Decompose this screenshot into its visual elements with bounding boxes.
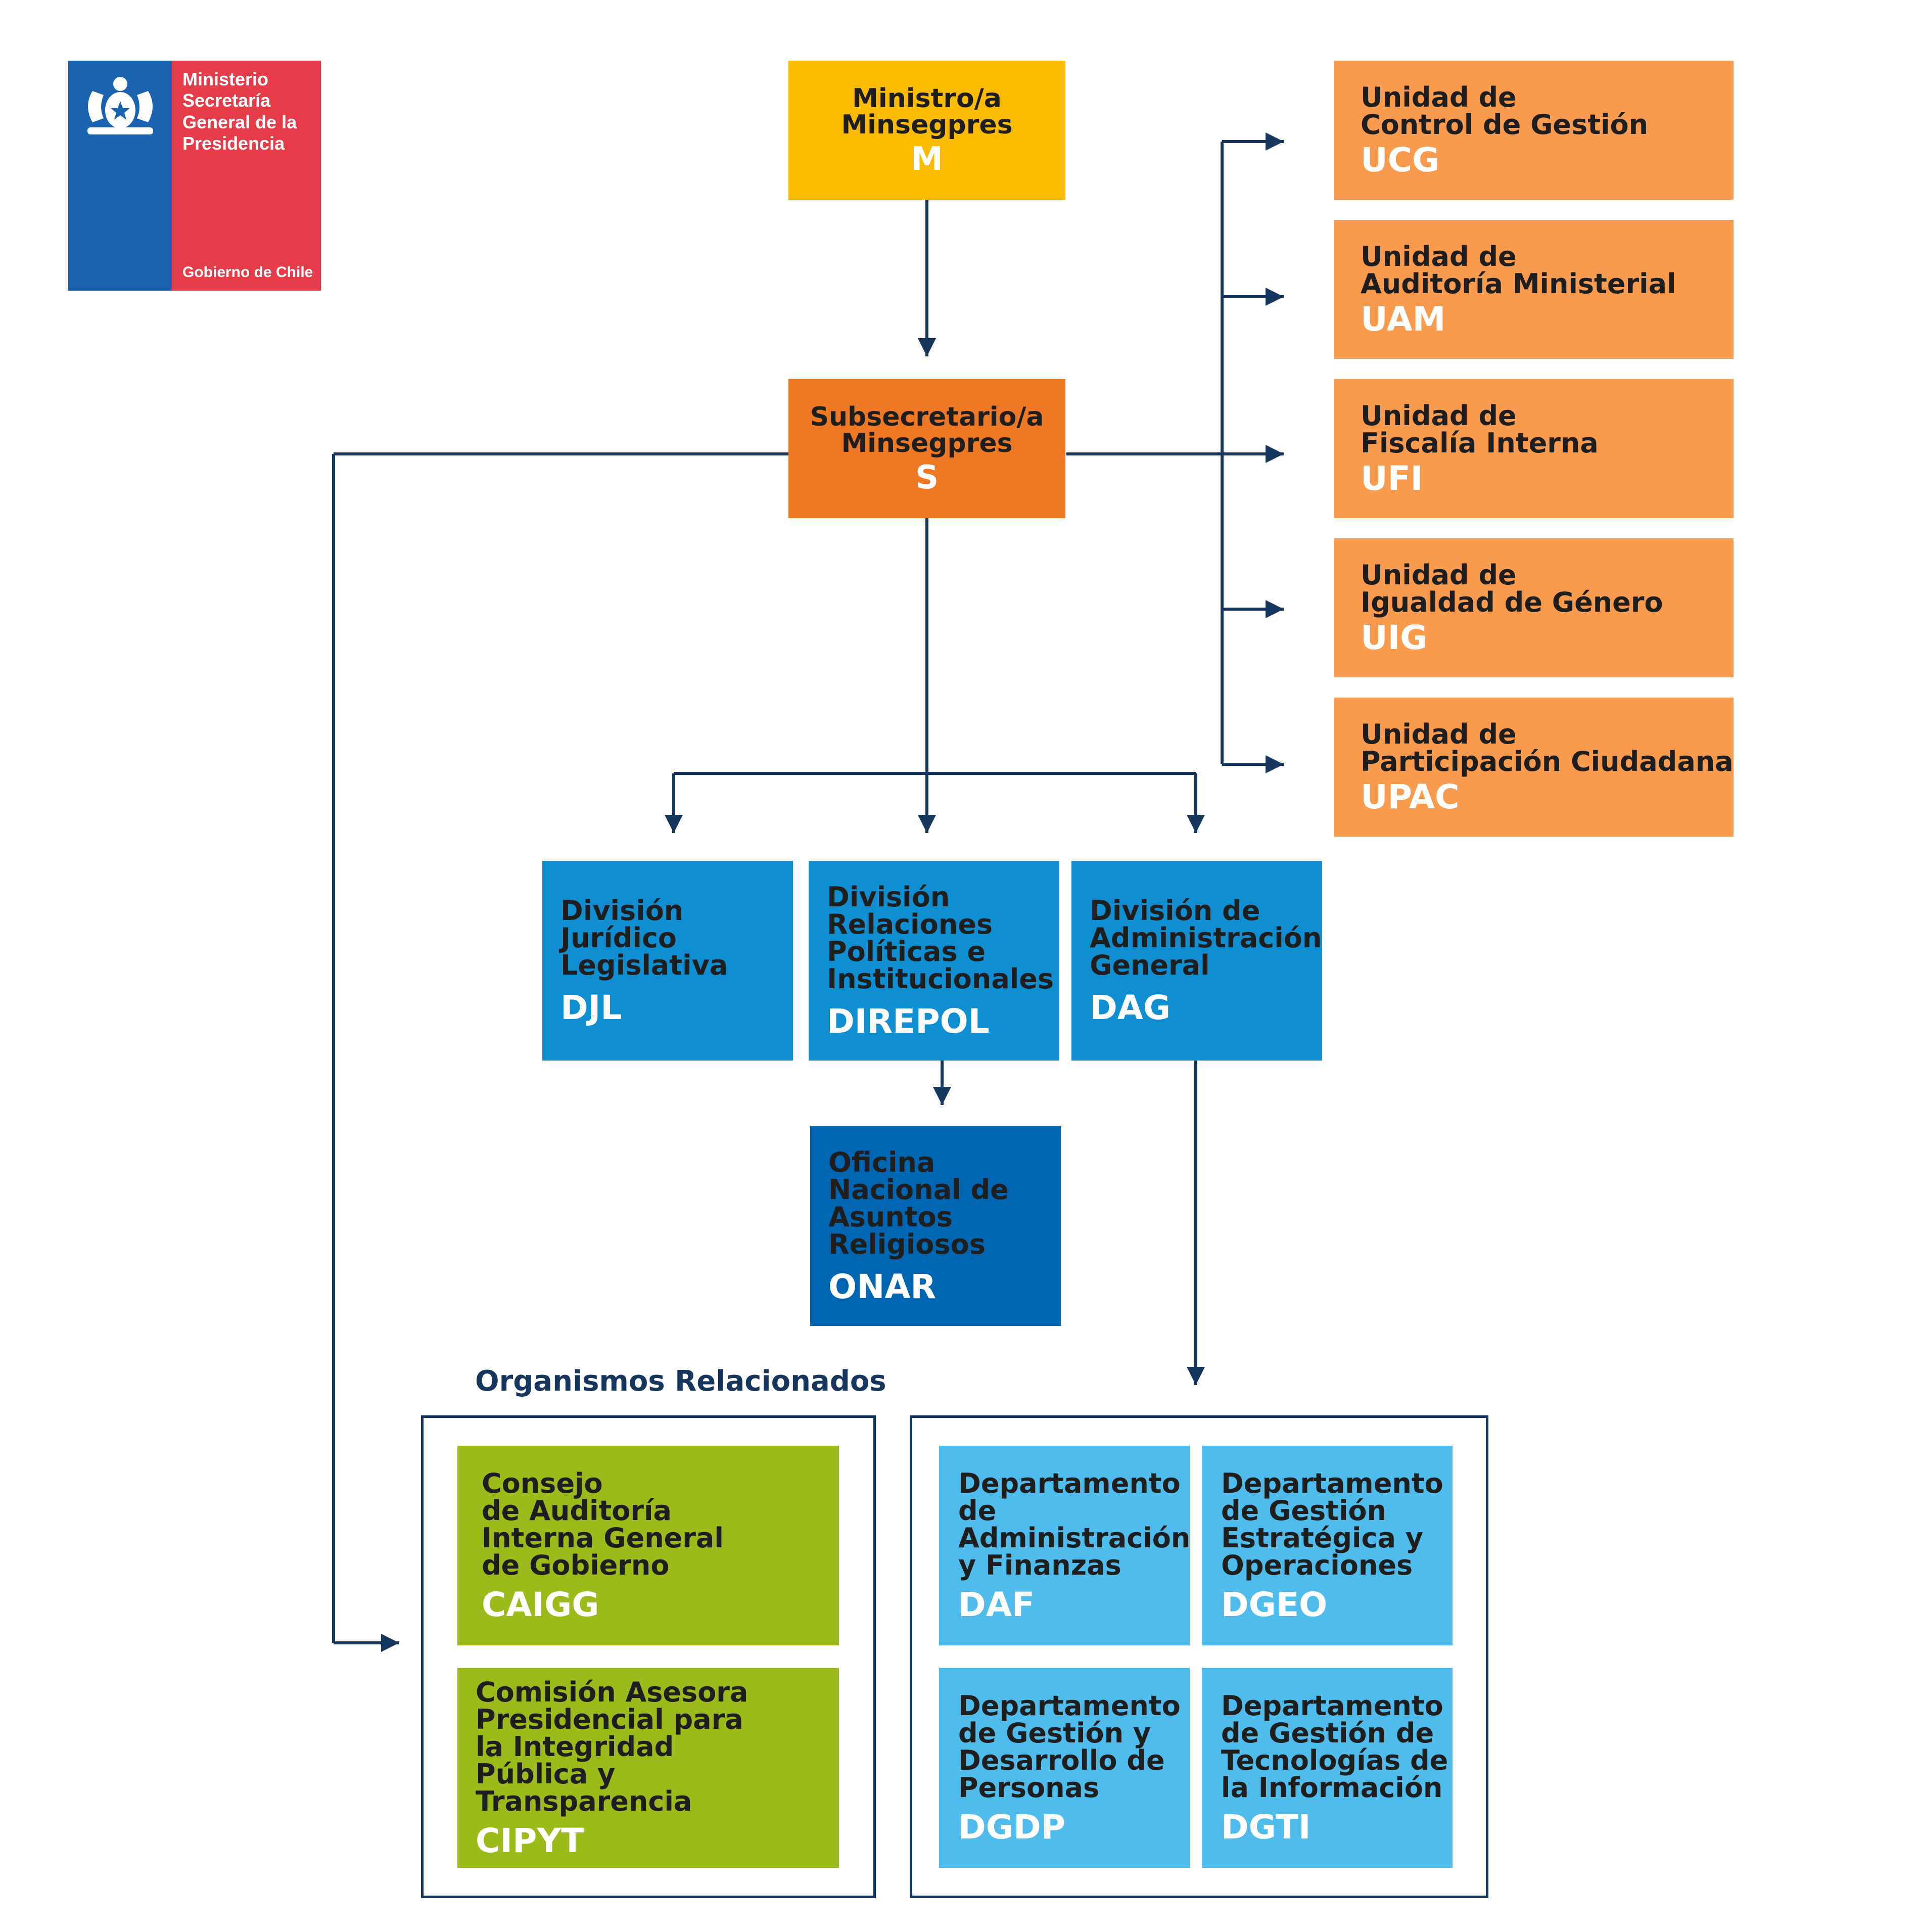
division-name: División de Administración General [1090,894,1322,981]
unit-upac: Unidad de Participación Ciudadana UPAC [1334,698,1734,837]
division-abbr: DIREPOL [827,1001,990,1041]
division-direpol: División Relaciones Políticas e Instituc… [809,861,1059,1061]
department-abbr: DGDP [958,1807,1066,1847]
related-abbr: CIPYT [476,1821,584,1860]
logo-ministry-name: Ministerio Secretaría General de la Pres… [182,69,297,154]
unit-name: Unidad de Control de Gestión [1361,81,1649,141]
minister-name: Ministro/a Minsegpres [841,83,1013,140]
related-organisms-frame [421,1415,876,1898]
related-abbr: CAIGG [482,1585,599,1624]
related-caigg: Consejo de Auditoría Interna General de … [457,1446,839,1645]
division-abbr: DAG [1090,988,1171,1027]
department-name: Departamento de Administración y Finanza… [958,1467,1191,1581]
division-name: División Jurídico Legislativa [560,894,728,981]
division-djl: División Jurídico Legislativa DJL [542,861,793,1061]
unit-abbr: UFI [1361,458,1423,498]
logo-red-panel [172,61,321,291]
department-dgti: Departamento de Gestión de Tecnologías d… [1202,1668,1453,1868]
department-name: Departamento de Gestión y Desarrollo de … [958,1689,1181,1804]
unit-abbr: UIG [1361,618,1428,657]
division-name: División Relaciones Políticas e Instituc… [827,881,1054,995]
department-abbr: DGTI [1221,1807,1311,1847]
onar-name: Oficina Nacional de Asuntos Religiosos [828,1146,1009,1260]
onar-abbr: ONAR [828,1267,937,1306]
subsecretary-box: Subsecretario/a Minsegpres S [788,379,1065,518]
related-organisms-title: Organismos Relacionados [475,1365,886,1398]
department-name: Departamento de Gestión de Tecnologías d… [1221,1689,1448,1804]
subsecretary-name: Subsecretario/a Minsegpres [810,401,1044,458]
onar-box: Oficina Nacional de Asuntos Religiosos O… [810,1126,1061,1326]
unit-name: Unidad de Auditoría Ministerial [1361,240,1676,300]
related-cipyt: Comisión Asesora Presidencial para la In… [457,1668,839,1868]
division-abbr: DJL [560,988,622,1027]
unit-name: Unidad de Participación Ciudadana [1361,718,1734,777]
minister-abbr: M [911,140,943,178]
subsecretary-abbr: S [915,458,939,496]
unit-abbr: UPAC [1361,777,1460,816]
department-dgdp: Departamento de Gestión y Desarrollo de … [939,1668,1190,1868]
unit-abbr: UCG [1361,140,1440,179]
unit-uam: Unidad de Auditoría Ministerial UAM [1334,220,1734,359]
department-name: Departamento de Gestión Estratégica y Op… [1221,1467,1443,1581]
department-abbr: DAF [958,1585,1035,1624]
unit-name: Unidad de Igualdad de Género [1361,559,1663,618]
minister-box: Ministro/a Minsegpres M [788,61,1065,200]
unit-uig: Unidad de Igualdad de Género UIG [1334,538,1734,677]
unit-ucg: Unidad de Control de Gestión UCG [1334,61,1734,200]
department-abbr: DGEO [1221,1585,1328,1624]
related-name: Comisión Asesora Presidencial para la In… [476,1676,749,1817]
coat-of-arms-icon [87,77,153,134]
logo-government-name: Gobierno de Chile [182,264,313,281]
division-dag: División de Administración General DAG [1071,861,1322,1061]
departments-frame [910,1415,1488,1898]
related-name: Consejo de Auditoría Interna General de … [482,1467,724,1581]
unit-name: Unidad de Fiscalía Interna [1361,399,1599,459]
department-daf: Departamento de Administración y Finanza… [939,1446,1190,1645]
unit-abbr: UAM [1361,299,1446,339]
department-dgeo: Departamento de Gestión Estratégica y Op… [1202,1446,1453,1645]
ministry-logo: Ministerio Secretaría General de la Pres… [68,61,321,291]
unit-ufi: Unidad de Fiscalía Interna UFI [1334,379,1734,518]
